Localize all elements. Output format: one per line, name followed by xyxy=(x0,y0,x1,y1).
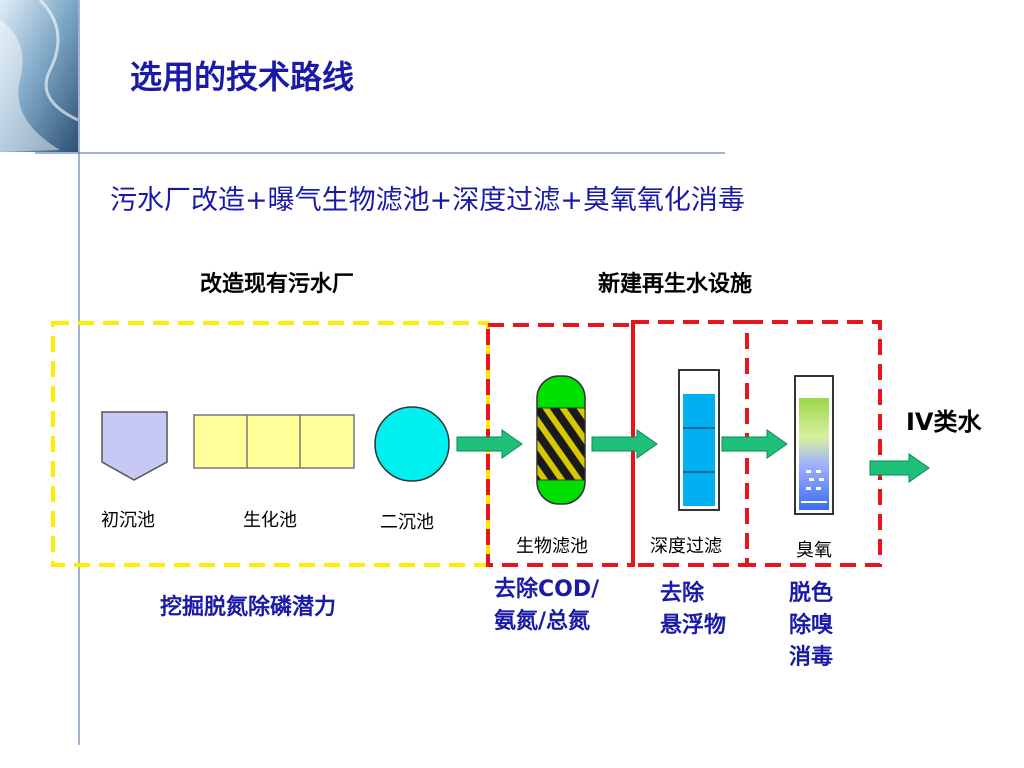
function-line: 除嗅 xyxy=(789,613,834,638)
unit-label-deep-filtration: 深度过滤 xyxy=(650,536,722,557)
function-label-ozone: 脱色 除嗅 消毒 xyxy=(789,578,833,674)
unit-label-ozone: 臭氧 xyxy=(796,540,832,561)
biofilter-shape xyxy=(536,375,586,505)
primary-settling-tank-shape xyxy=(101,411,168,481)
unit-label-biochemical-tank: 生化池 xyxy=(243,510,297,531)
function-label-biofilter: 去除COD/ 氨氮/总氮 xyxy=(494,574,599,638)
function-line: 消毒 xyxy=(789,645,834,670)
flow-arrow-4 xyxy=(869,453,930,483)
flow-arrow-3 xyxy=(721,429,788,459)
page-subtitle: 污水厂改造+曝气生物滤池+深度过滤+臭氧氧化消毒 xyxy=(110,185,745,216)
secondary-settling-tank-shape xyxy=(374,406,450,482)
section-label-retrofit: 改造现有污水厂 xyxy=(200,272,355,297)
water-splash-icon xyxy=(0,0,79,152)
function-line: 悬浮物 xyxy=(660,613,727,638)
function-label-retrofit: 挖掘脱氮除磷潜力 xyxy=(160,595,337,620)
flow-arrow-1 xyxy=(456,429,523,459)
function-line: 去除COD/ xyxy=(494,577,600,602)
function-line: 脱色 xyxy=(789,581,834,606)
function-label-filtration: 去除 悬浮物 xyxy=(660,578,726,642)
ozone-column-shape xyxy=(794,375,834,515)
function-line: 去除 xyxy=(660,581,705,606)
unit-label-secondary-settling: 二沉池 xyxy=(380,512,434,533)
function-line: 氨氮/总氮 xyxy=(494,609,591,634)
unit-label-biofilter: 生物滤池 xyxy=(516,536,588,557)
flow-arrow-2 xyxy=(591,429,658,459)
deep-filtration-shape xyxy=(678,369,720,511)
page-title: 选用的技术路线 xyxy=(130,58,355,96)
section-label-new-facility: 新建再生水设施 xyxy=(598,272,753,297)
unit-label-primary-settling: 初沉池 xyxy=(101,510,155,531)
output-label-water-class: IV类水 xyxy=(906,408,982,436)
biochemical-tank-shape xyxy=(193,414,355,469)
